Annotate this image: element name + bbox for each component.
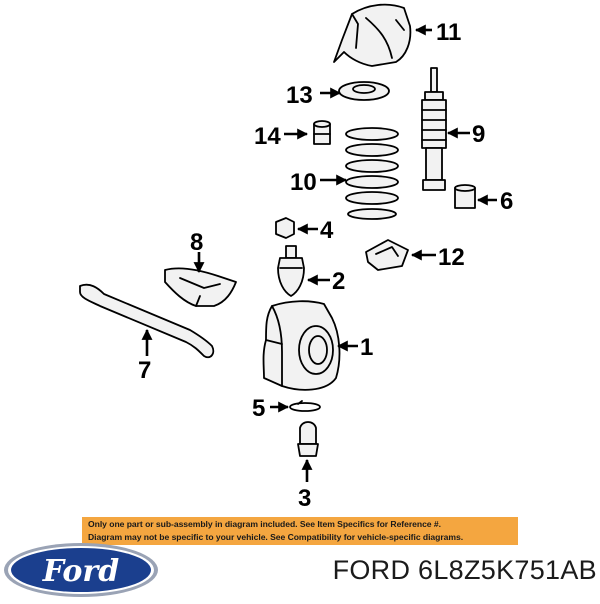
callout-3: 3: [298, 485, 311, 512]
callout-8: 8: [190, 229, 203, 256]
part-14-bump-stop: [313, 120, 331, 145]
callout-4: 4: [320, 217, 334, 244]
callout-9: 9: [472, 121, 485, 148]
ford-logo: Ford: [2, 541, 160, 599]
callout-6: 6: [500, 188, 513, 215]
part-number: FORD 6L8Z5K751AB: [332, 555, 597, 585]
callout-14: 14: [254, 123, 281, 150]
part-10-coil-spring: [345, 127, 399, 220]
ford-logo-text: Ford: [42, 554, 119, 589]
part-7-track-bar: [79, 283, 215, 359]
callout-10: 10: [290, 169, 317, 196]
part-5-snap-ring: [289, 400, 321, 412]
part-1-steering-knuckle: [262, 300, 341, 391]
callout-13: 13: [286, 82, 313, 109]
part-9-shock-absorber: [421, 67, 447, 191]
disclaimer-line-1: Only one part or sub-assembly in diagram…: [88, 519, 441, 529]
part-3-ball-joint: [297, 421, 319, 457]
callout-11: 11: [436, 19, 461, 46]
callout-12: 12: [438, 244, 465, 271]
callout-7: 7: [138, 357, 151, 384]
part-13-insulator: [338, 81, 390, 101]
part-8-bracket: [164, 267, 237, 307]
part-12-seat-plate: [365, 239, 409, 271]
disclaimer-line-2: Diagram may not be specific to your vehi…: [88, 532, 464, 542]
callout-1: 1: [360, 334, 373, 361]
callout-5: 5: [252, 395, 265, 422]
part-2-ball-joint: [277, 245, 305, 297]
exploded-parts-diagram: 11 13 14 9 10 6 4 8 12 2 1 7 5 3: [79, 3, 513, 512]
part-11-spring-bracket: [333, 3, 412, 67]
disclaimer-banner: Only one part or sub-assembly in diagram…: [82, 517, 518, 545]
callout-2: 2: [332, 268, 345, 295]
part-6-bushing: [454, 184, 476, 209]
part-4-nut: [275, 217, 295, 239]
